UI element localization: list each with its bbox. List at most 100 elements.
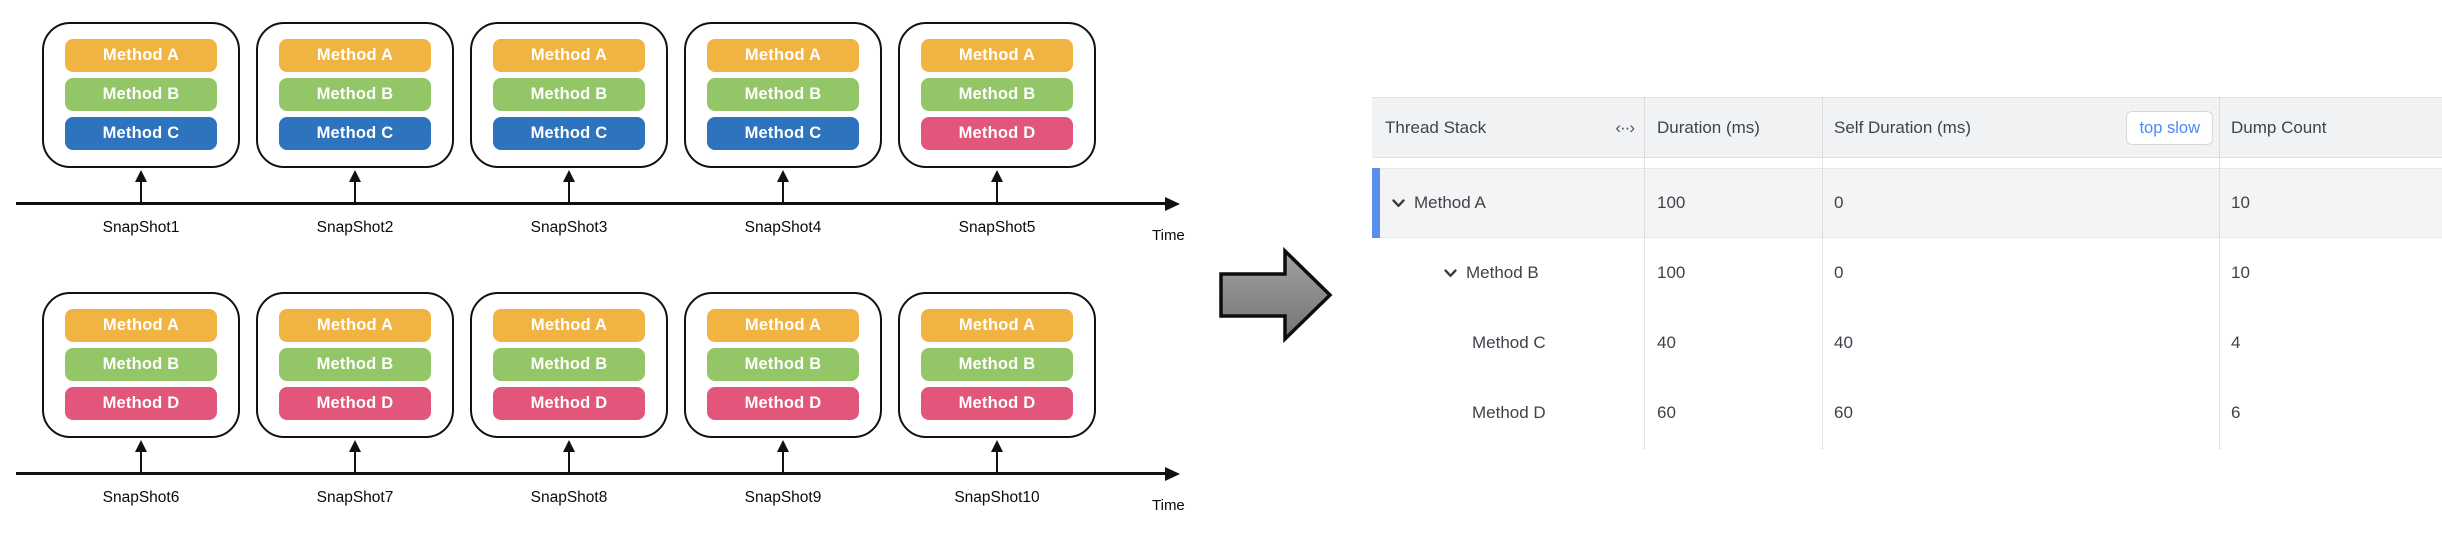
method-pill: Method D	[279, 387, 431, 420]
method-pill: Method C	[707, 117, 859, 150]
snapshot-label: SnapShot10	[954, 489, 1040, 506]
snapshot-tick-arrow	[140, 172, 142, 203]
snapshot-tick-arrow	[782, 442, 784, 473]
method-name: Method D	[1472, 403, 1546, 422]
column-header-self-duration: Self Duration (ms) top slow	[1822, 110, 2219, 145]
top-slow-button[interactable]: top slow	[2126, 110, 2213, 145]
snapshot-label: SnapShot6	[102, 489, 180, 506]
snapshot-card: Method A Method B Method C	[256, 22, 454, 168]
time-axis-arrow	[16, 467, 1180, 480]
method-pill: Method B	[65, 348, 217, 381]
method-pill: Method B	[279, 348, 431, 381]
dump-count-cell: 10	[2231, 263, 2250, 282]
table-header-row: Thread Stack ‹··› Duration (ms) Self Dur…	[1372, 97, 2442, 158]
snapshot-card: Method A Method B Method D	[42, 292, 240, 438]
snapshot-label: SnapShot2	[316, 219, 394, 236]
method-pill: Method A	[493, 39, 645, 72]
thread-stack-cell: Method B	[1372, 263, 1644, 283]
method-pill: Method C	[279, 117, 431, 150]
timeline-row-2: Time Method A Method B Method D SnapShot6 Me…	[0, 270, 1240, 530]
thread-stack-table: Thread Stack ‹··› Duration (ms) Self Dur…	[1372, 97, 2442, 449]
snapshot-tick-arrow	[568, 442, 570, 473]
self-duration-cell: 40	[1834, 333, 1853, 352]
chevron-down-icon[interactable]	[1442, 266, 1459, 280]
snapshot-label: SnapShot8	[530, 489, 608, 506]
time-axis-label: Time	[1152, 227, 1185, 244]
method-pill: Method D	[65, 387, 217, 420]
method-pill: Method A	[493, 309, 645, 342]
table-row[interactable]: Method D 60 60 6	[1372, 378, 2442, 448]
method-pill: Method A	[65, 309, 217, 342]
method-pill: Method A	[279, 309, 431, 342]
method-pill: Method D	[921, 117, 1073, 150]
method-pill: Method C	[65, 117, 217, 150]
snapshot-tick-arrow	[140, 442, 142, 473]
transform-arrow-icon	[1219, 246, 1333, 344]
snapshot-tick-arrow	[354, 442, 356, 473]
duration-cell: 100	[1657, 193, 1686, 212]
method-pill: Method B	[921, 78, 1073, 111]
snapshot-tick-arrow	[996, 442, 998, 473]
snapshot-card: Method A Method B Method D	[898, 292, 1096, 438]
chevron-down-icon[interactable]	[1390, 196, 1407, 210]
method-pill: Method B	[707, 348, 859, 381]
column-header-dump-count: Dump Count	[2231, 117, 2327, 137]
method-pill: Method C	[493, 117, 645, 150]
snapshot-label: SnapShot9	[744, 489, 822, 506]
duration-cell: 100	[1657, 263, 1686, 282]
method-pill: Method B	[493, 78, 645, 111]
snapshot-tick-arrow	[568, 172, 570, 203]
method-pill: Method A	[921, 39, 1073, 72]
method-pill: Method A	[921, 309, 1073, 342]
method-pill: Method B	[279, 78, 431, 111]
column-resize-icon[interactable]: ‹··›	[1615, 117, 1635, 137]
method-pill: Method A	[65, 39, 217, 72]
snapshot-tick-arrow	[354, 172, 356, 203]
method-pill: Method B	[65, 78, 217, 111]
snapshot-label: SnapShot4	[744, 219, 822, 236]
column-header-label: Thread Stack	[1385, 117, 1487, 137]
dump-count-cell: 10	[2231, 193, 2250, 212]
column-header-thread-stack: Thread Stack ‹··›	[1372, 118, 1644, 138]
snapshot-label: SnapShot3	[530, 219, 608, 236]
column-separator	[2219, 97, 2220, 449]
self-duration-cell: 0	[1834, 263, 1844, 282]
snapshot-label: SnapShot1	[102, 219, 180, 236]
column-header-label: Self Duration (ms)	[1834, 117, 1971, 137]
method-pill: Method A	[279, 39, 431, 72]
method-name: Method B	[1466, 263, 1539, 282]
duration-cell: 60	[1657, 403, 1676, 422]
table-row[interactable]: Method C 40 40 4	[1372, 308, 2442, 378]
self-duration-cell: 60	[1834, 403, 1853, 422]
snapshot-tick-arrow	[996, 172, 998, 203]
snapshot-label: SnapShot7	[316, 489, 394, 506]
column-separator	[1644, 97, 1645, 449]
dump-count-cell: 6	[2231, 403, 2241, 422]
time-axis-arrow	[16, 197, 1180, 210]
method-pill: Method D	[921, 387, 1073, 420]
snapshot-card: Method A Method B Method D	[256, 292, 454, 438]
time-axis-label: Time	[1152, 497, 1185, 514]
method-pill: Method D	[493, 387, 645, 420]
method-pill: Method B	[707, 78, 859, 111]
dump-count-cell: 4	[2231, 333, 2241, 352]
thread-stack-cell: Method C	[1372, 333, 1644, 353]
timeline-row-1: Time Method A Method B Method C SnapShot1 Me…	[0, 0, 1240, 260]
method-pill: Method A	[707, 39, 859, 72]
snapshot-tick-arrow	[782, 172, 784, 203]
thread-stack-cell: Method D	[1372, 403, 1644, 423]
table-row[interactable]: Method B 100 0 10	[1372, 238, 2442, 308]
column-separator	[1822, 97, 1823, 449]
thread-stack-cell: Method A	[1372, 193, 1644, 213]
snapshot-card: Method A Method B Method C	[42, 22, 240, 168]
method-name: Method A	[1414, 193, 1486, 212]
snapshot-label: SnapShot5	[958, 219, 1036, 236]
duration-cell: 40	[1657, 333, 1676, 352]
method-name: Method C	[1472, 333, 1546, 352]
method-pill: Method B	[921, 348, 1073, 381]
method-pill: Method D	[707, 387, 859, 420]
